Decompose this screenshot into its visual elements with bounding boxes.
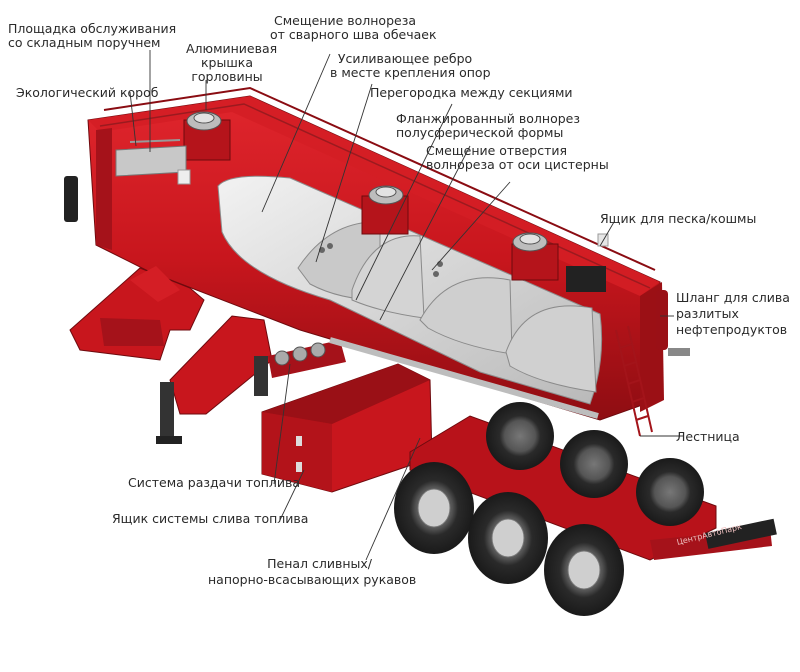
hose-case-pipe [329,337,599,419]
ladder [615,325,653,437]
front-lamp [64,176,78,222]
label-sand-box: Ящик для песка/кошмы [600,211,757,226]
label-section-partition: Перегородка между секциями [370,85,573,100]
wheels [394,402,704,616]
label-fuel-dispense: Система раздачи топлива [128,475,301,490]
label-ladder: Лестница [676,429,740,444]
chassis-frame [409,415,777,561]
tank-interior-cutaway [217,175,603,405]
spill-hose [656,290,690,356]
manhole-covers [183,111,559,281]
label-fuel-drain-box: Ящик системы слива топлива [112,511,309,526]
leader-lines [129,50,684,561]
label-eco-box: Экологический короб [16,85,159,100]
eco-box-and-platform [115,139,191,185]
landing-gear-front [69,266,273,444]
label-hose-case: Пенал сливных/напорно-всасывающих рукаво… [208,556,417,587]
fuel-drain-box [261,363,433,493]
fuel-dispense-system [268,340,346,378]
sand-box [566,266,606,292]
